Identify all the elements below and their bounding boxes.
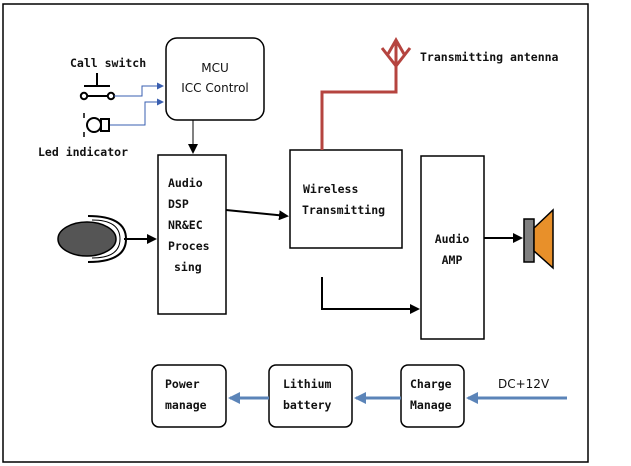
speaker-icon xyxy=(523,208,554,270)
call-switch-label: Call switch xyxy=(70,56,146,70)
antenna-icon xyxy=(320,36,412,150)
power-line1: Power xyxy=(165,377,200,391)
led-indicator-icon xyxy=(83,113,110,137)
charge-line1: Charge xyxy=(410,377,452,391)
amp-line1: Audio xyxy=(435,232,470,246)
lithium-line1: Lithium xyxy=(283,377,332,391)
wireless-line1: Wireless xyxy=(303,182,358,196)
antenna-label: Transmitting antenna xyxy=(420,50,559,64)
outer-frame xyxy=(2,3,589,463)
dsp-line2: DSP xyxy=(168,197,189,211)
amp-line2: AMP xyxy=(442,253,463,267)
led-to-mcu-line xyxy=(110,98,164,126)
wireless-block xyxy=(289,149,403,249)
charge-manage-block xyxy=(400,364,465,428)
dc-input-label: DC+12V xyxy=(498,377,550,391)
led-indicator-label: Led indicator xyxy=(38,145,128,159)
lithium-battery-block xyxy=(268,364,353,428)
dsp-line4: Proces xyxy=(168,239,210,253)
dsp-to-wireless-arrow xyxy=(225,209,289,221)
wireless-line2: Transmitting xyxy=(302,203,385,217)
microphone-icon xyxy=(57,215,128,263)
dsp-line3: NR&EC xyxy=(168,218,203,232)
amp-block xyxy=(420,155,485,340)
call-switch-icon xyxy=(79,73,116,101)
wireless-to-amp-arrow xyxy=(321,277,420,314)
power-line2: manage xyxy=(165,398,207,412)
dsp-line5: sing xyxy=(174,260,202,274)
dsp-line1: Audio xyxy=(168,176,203,190)
mcu-block xyxy=(165,37,265,121)
lithium-line2: battery xyxy=(283,398,332,412)
mcu-subtitle: ICC Control xyxy=(181,81,249,95)
switch-to-mcu-line xyxy=(114,82,164,97)
power-manage-block xyxy=(151,364,227,428)
dsp-block xyxy=(157,154,227,315)
mcu-title: MCU xyxy=(201,61,229,75)
charge-line2: Manage xyxy=(410,398,452,412)
